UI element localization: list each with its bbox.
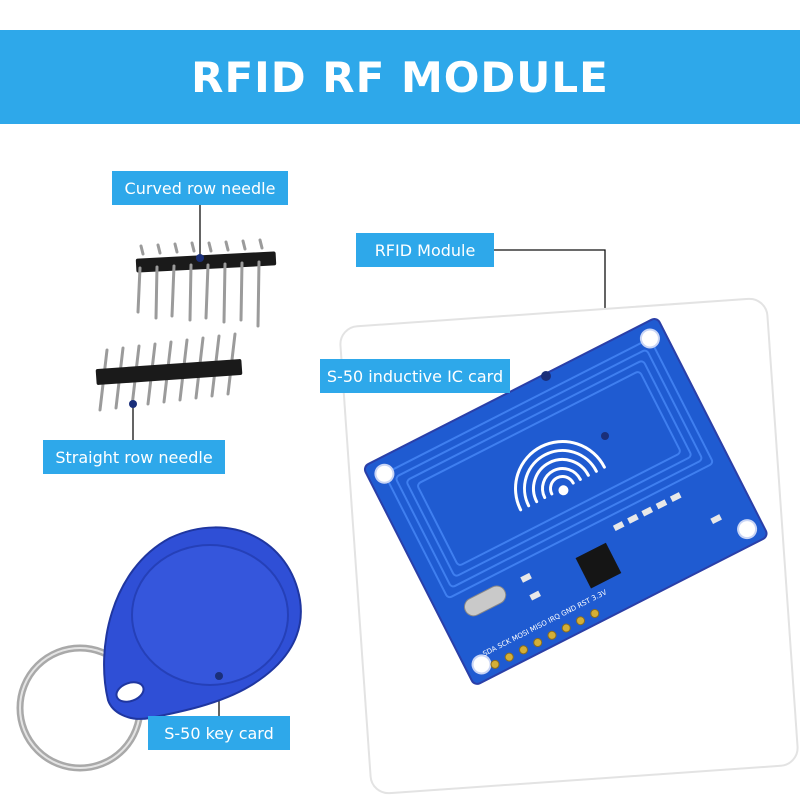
straight-row-needle-image xyxy=(95,332,243,412)
label-s50-key-card: S-50 key card xyxy=(148,716,290,750)
s50-key-card-image xyxy=(16,526,302,772)
rfid-module-board-image: SDA SCK MOSI MISO IRQ GND RST 3.3V xyxy=(363,318,768,685)
label-s50-ic-card: S-50 inductive IC card xyxy=(320,359,510,393)
title-banner: RFID RF MODULE xyxy=(0,30,800,124)
curved-row-needle-image xyxy=(135,238,277,328)
label-straight-row-needle: Straight row needle xyxy=(43,440,225,474)
page-title: RFID RF MODULE xyxy=(191,52,609,102)
label-curved-row-needle: Curved row needle xyxy=(112,171,288,205)
dot-ic-card xyxy=(541,371,551,381)
label-rfid-module: RFID Module xyxy=(356,233,494,267)
dot-straight xyxy=(129,400,137,408)
dot-rfid xyxy=(601,432,609,440)
dot-keycard xyxy=(215,672,223,680)
dot-curved xyxy=(196,254,204,262)
